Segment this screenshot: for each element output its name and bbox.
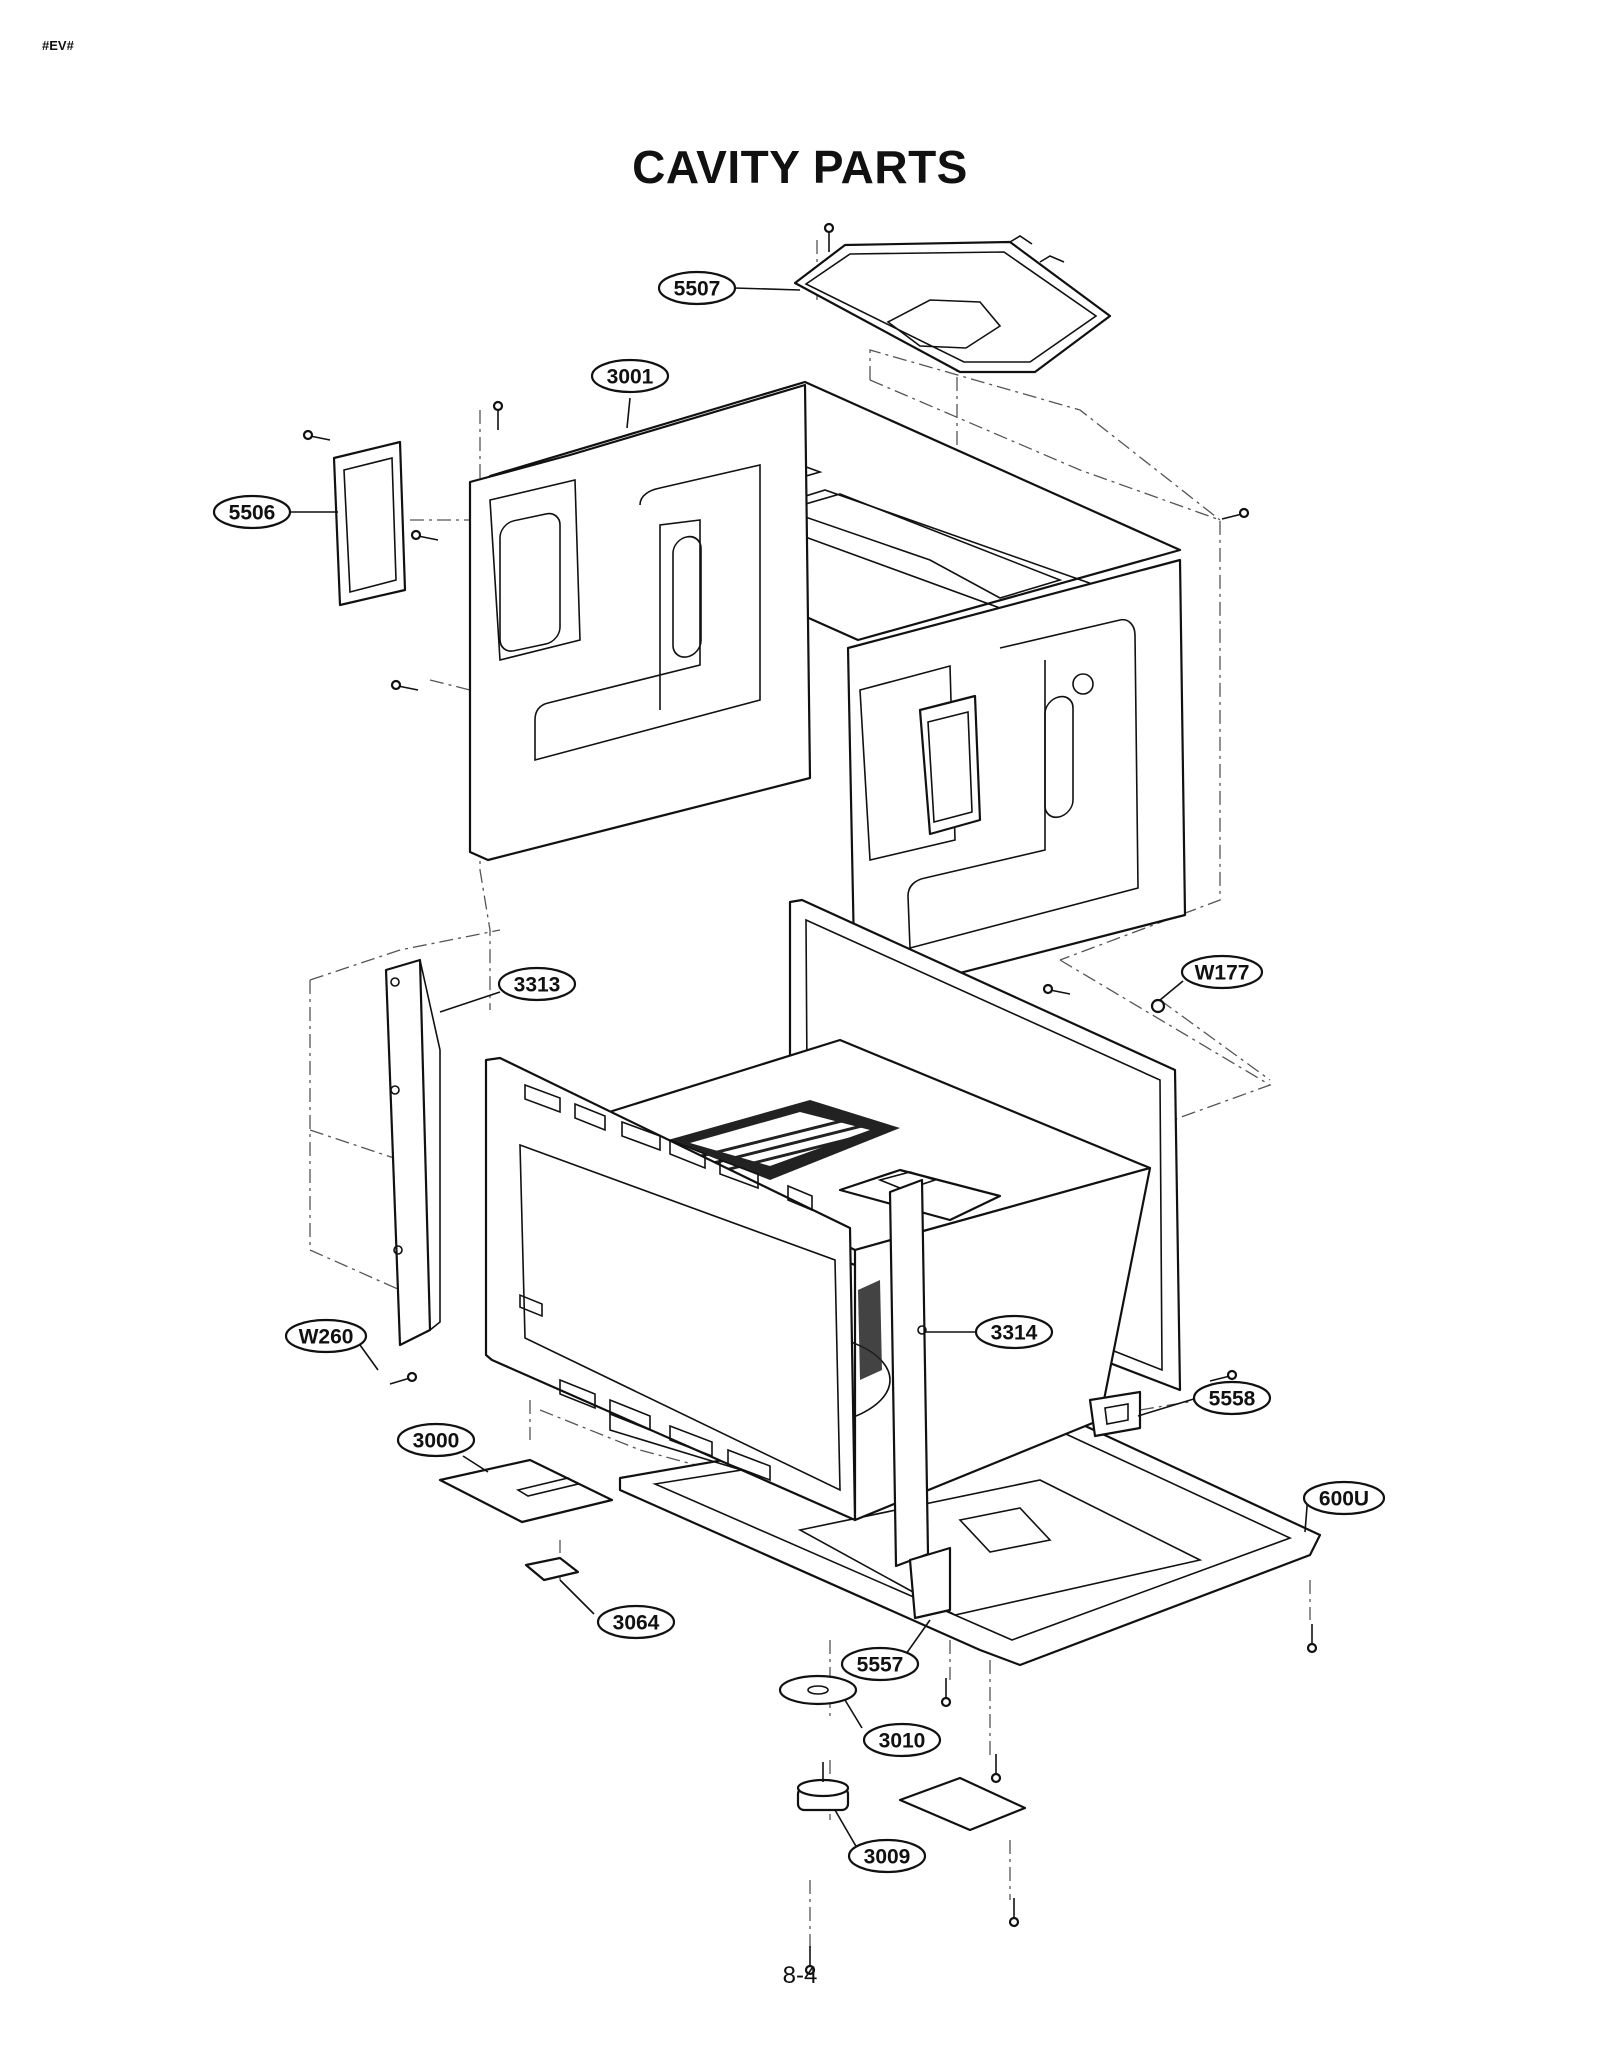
callout-3314: 3314	[974, 1314, 1054, 1350]
callout-3010: 3010	[862, 1722, 942, 1758]
part-5507-top-cover	[793, 235, 1112, 374]
svg-text:3009: 3009	[864, 1846, 911, 1869]
callout-3313: 3313	[497, 966, 577, 1002]
callout-3064: 3064	[596, 1604, 676, 1640]
bottom-access-plate	[898, 1776, 1027, 1832]
callout-W177: W177	[1180, 954, 1264, 990]
svg-text:600U: 600U	[1319, 1488, 1369, 1511]
callout-5558: 5558	[1192, 1380, 1272, 1416]
svg-text:5558: 5558	[1209, 1388, 1256, 1411]
callout-3000: 3000	[396, 1422, 476, 1458]
svg-text:5507: 5507	[674, 278, 721, 301]
part-3064-pad	[524, 1556, 580, 1582]
part-3009-motor	[796, 1762, 850, 1812]
callout-5557: 5557	[840, 1646, 920, 1682]
svg-text:3314: 3314	[991, 1322, 1038, 1345]
svg-text:3010: 3010	[879, 1730, 926, 1753]
part-5506-side-cover	[332, 440, 407, 607]
svg-text:W260: W260	[299, 1326, 354, 1349]
svg-text:W177: W177	[1195, 962, 1250, 985]
callout-W260: W260	[284, 1318, 368, 1354]
part-5558-bracket	[1088, 1390, 1142, 1438]
header-tag: #EV#	[42, 38, 74, 53]
part-3010-coupler	[778, 1674, 858, 1706]
callout-3001: 3001	[590, 358, 670, 394]
svg-text:3313: 3313	[514, 974, 561, 997]
callout-5507: 5507	[657, 270, 737, 306]
callout-600U: 600U	[1302, 1480, 1386, 1516]
part-3000-cover	[438, 1458, 614, 1524]
page-number: 8-4	[782, 1962, 818, 1989]
svg-text:5557: 5557	[857, 1654, 904, 1677]
svg-text:3064: 3064	[613, 1612, 660, 1635]
part-3314-right-bar	[888, 1178, 952, 1620]
svg-text:5506: 5506	[229, 502, 276, 525]
svg-text:3000: 3000	[413, 1430, 460, 1453]
nut-w177	[1150, 998, 1166, 1014]
part-3313-left-bar	[384, 958, 441, 1347]
callout-3009: 3009	[847, 1838, 927, 1874]
svg-text:3001: 3001	[607, 366, 654, 389]
part-3001-cavity-shell	[468, 380, 1187, 1002]
page-title: CAVITY PARTS	[632, 141, 968, 193]
callout-5506: 5506	[212, 494, 292, 530]
